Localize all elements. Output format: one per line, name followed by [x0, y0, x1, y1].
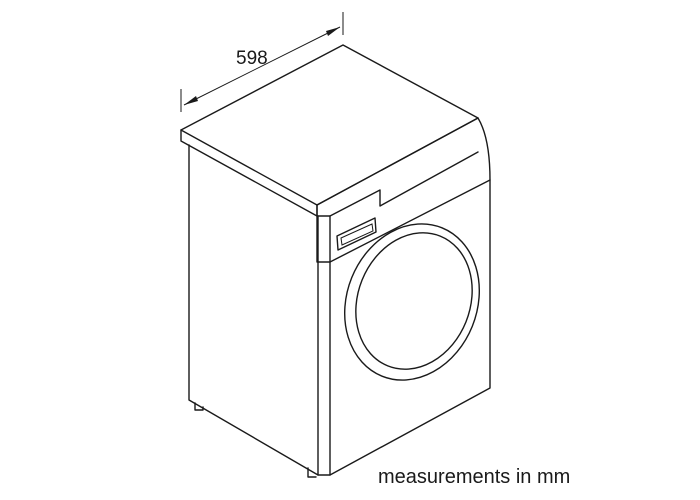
foot-left	[194, 402, 204, 411]
door-outer-ring	[343, 223, 481, 381]
side-panel	[188, 144, 319, 476]
washing-machine-body	[180, 44, 491, 478]
door-glass	[355, 232, 473, 370]
foot-front	[307, 467, 317, 478]
top-plate	[180, 44, 479, 206]
display-window	[336, 217, 377, 251]
control-panel	[316, 117, 491, 263]
units-caption: measurements in mm	[378, 466, 571, 488]
width-dimension-line	[180, 12, 344, 112]
front-panel	[329, 179, 491, 476]
width-dimension-label: 598	[236, 48, 268, 69]
